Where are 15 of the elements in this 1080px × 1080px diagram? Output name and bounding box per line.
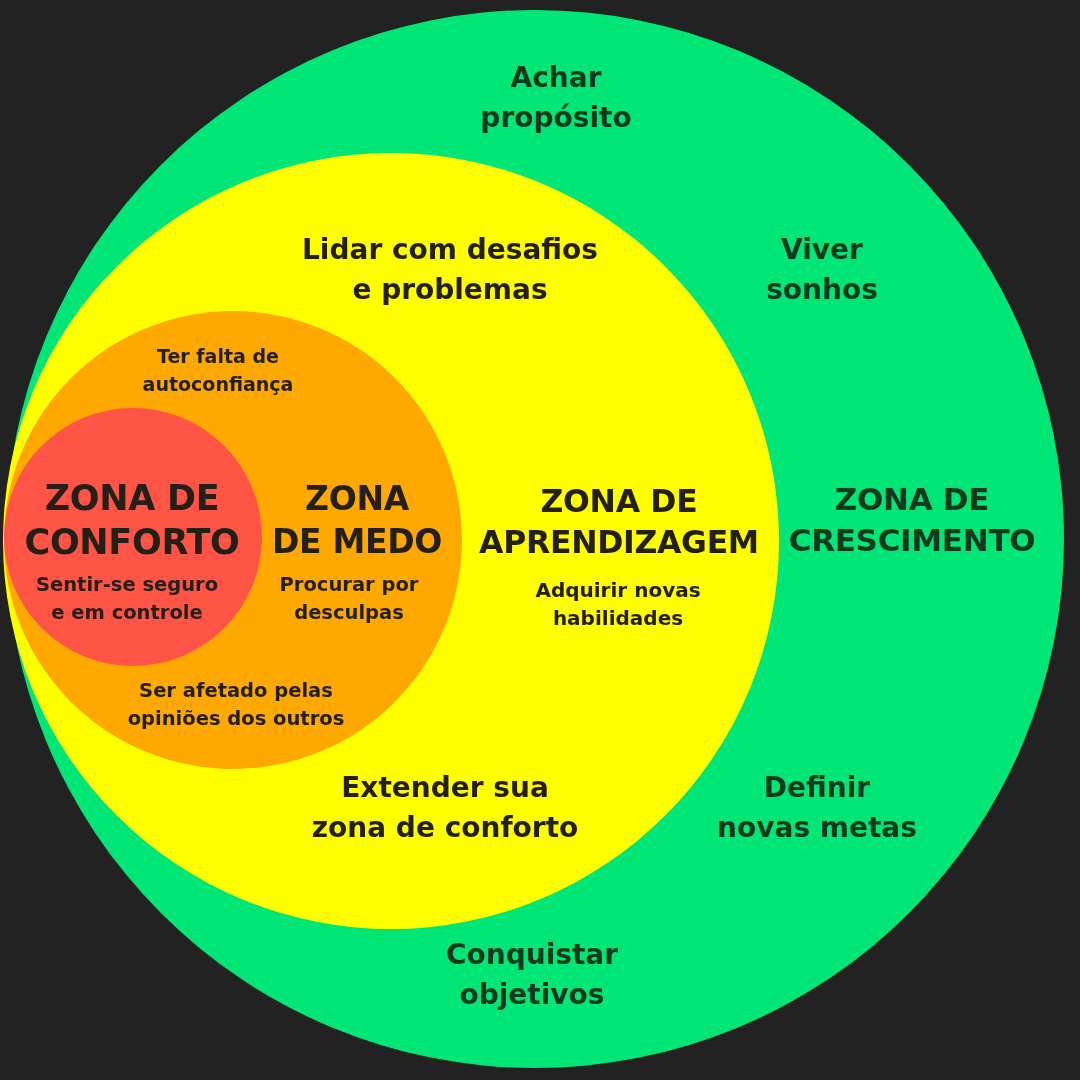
zone-text: Procurar por desculpas (279, 572, 419, 626)
zone-text: Sentir-se seguro e em controle (35, 572, 219, 626)
zone-text: Adquirir novas habilidades (535, 577, 701, 632)
zone-text: Conquistar objetivos (446, 937, 618, 1013)
zone-text: Ter falta de autoconfiança (142, 344, 294, 397)
zone-text: Achar propósito (480, 60, 632, 136)
zone-text: Extender sua zona de conforto (311, 770, 579, 846)
zone-heading: ZONA DE CONFORTO (24, 477, 240, 564)
zone-text: Definir novas metas (717, 770, 917, 846)
zone-text: Viver sonhos (766, 232, 878, 308)
zone-text: Lidar com desafios e problemas (302, 232, 598, 308)
zone-text: Ser afetado pelas opiniões dos outros (127, 678, 345, 732)
zone-heading: ZONA DE MEDO (271, 478, 443, 563)
zone-heading: ZONA DE CRESCIMENTO (788, 480, 1036, 560)
zone-heading: ZONA DE APRENDIZAGEM (479, 482, 759, 562)
